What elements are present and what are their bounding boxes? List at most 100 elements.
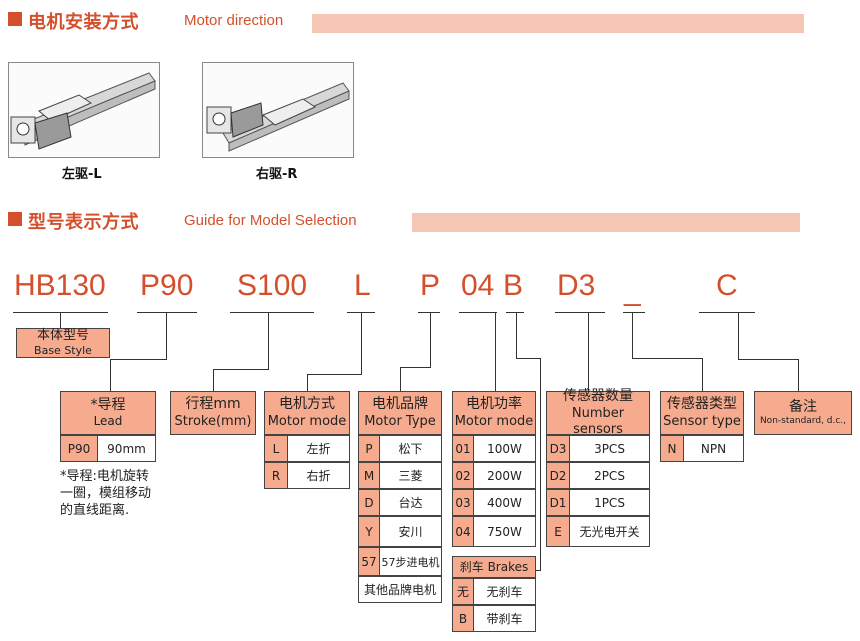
code-separator: _	[624, 274, 641, 307]
motor-type-key: Y	[359, 517, 380, 546]
motor-type-value: 57步进电机	[381, 555, 440, 569]
connector-brake-v2	[540, 358, 541, 570]
underline-04	[459, 312, 497, 313]
connector-remark-v2	[798, 359, 799, 391]
connector-stroke-h	[213, 369, 269, 370]
sensor-count-value: 2PCS	[594, 468, 625, 483]
connector-lead	[166, 312, 167, 359]
motor-power-key: 01	[453, 436, 474, 461]
stroke-header: 行程mm Stroke(mm)	[170, 391, 256, 435]
connector-brake	[516, 312, 517, 358]
lead-en: Lead	[93, 414, 123, 429]
right-drive-module-image	[206, 82, 350, 152]
sensor-type-value: NPN	[700, 441, 727, 456]
connector-remark	[738, 312, 739, 359]
motor-type-row: D 台达	[358, 489, 442, 516]
connector-motor-type-v2	[400, 367, 401, 391]
connector-brake-h2	[535, 570, 541, 571]
motor-mode-cn: 电机方式	[279, 396, 335, 413]
motor-power-row: 01 100W	[452, 435, 536, 462]
lead-cn: *导程	[90, 396, 126, 413]
motor-mode-key: R	[265, 463, 288, 488]
motor-power-header: 电机功率 Motor mode	[452, 391, 536, 435]
left-drive-caption: 左驱-L	[62, 167, 102, 182]
lead-key: P90	[61, 436, 98, 461]
code-04: 04	[461, 269, 495, 302]
lead-note: *导程:电机旋转一圈，模组移动的直线距离.	[60, 469, 152, 518]
underline-d3	[555, 312, 605, 313]
brakes-value: 带刹车	[486, 612, 523, 626]
base-style-cn: 本体型号	[36, 328, 89, 343]
code-b: B	[503, 269, 524, 302]
underline-s100	[230, 312, 314, 313]
sensor-count-cn: 传感器数量	[563, 388, 633, 404]
motor-type-other: 其他品牌电机	[363, 583, 436, 597]
base-style-en: Base Style	[34, 344, 92, 358]
brakes-row: B 带刹车	[452, 605, 536, 632]
connector-motor-type-h	[400, 367, 431, 368]
motor-power-key: 02	[453, 463, 474, 488]
code-hb130: HB130	[14, 269, 106, 302]
motor-mode-value: 左折	[306, 442, 331, 456]
section-marker	[8, 212, 22, 226]
connector-base	[60, 312, 61, 328]
motor-type-value: 松下	[398, 442, 423, 456]
motor-type-key: D	[359, 490, 380, 515]
code-s100: S100	[237, 269, 308, 302]
lead-value: 90mm	[107, 441, 146, 456]
motor-power-cn: 电机功率	[466, 396, 522, 413]
motor-mode-value: 右折	[306, 469, 331, 483]
motor-type-key: M	[359, 463, 380, 488]
brakes-value: 无刹车	[486, 585, 523, 599]
motor-power-row: 04 750W	[452, 516, 536, 547]
connector-motor-type	[430, 312, 431, 367]
remark-en: Non-standard, d.c.,	[759, 416, 847, 427]
motor-type-row: Y 安川	[358, 516, 442, 547]
sensor-count-en: Number sensors	[571, 405, 625, 437]
sensor-count-value: 3PCS	[594, 441, 625, 456]
motor-power-row: 02 200W	[452, 462, 536, 489]
connector-sensor-type-h	[632, 358, 702, 359]
base-style-box: 本体型号 Base Style	[16, 328, 110, 358]
section1-title-en: Motor direction	[184, 12, 284, 29]
motor-power-value: 100W	[487, 441, 522, 456]
section1-band	[312, 14, 804, 33]
code-p90: P90	[140, 269, 194, 302]
sensor-type-en: Sensor type	[663, 413, 741, 429]
connector-power	[495, 312, 496, 391]
sensor-type-key: N	[661, 436, 684, 461]
connector-stroke	[268, 312, 269, 369]
brakes-title: 刹车 Brakes	[459, 559, 529, 574]
sensor-count-row: D1 1PCS	[546, 489, 650, 516]
section2-title-cn: 型号表示方式	[28, 212, 139, 233]
stroke-cn: 行程mm	[185, 396, 241, 413]
motor-mode-row: L 左折	[264, 435, 350, 462]
code-p: P	[420, 269, 441, 302]
motor-power-value: 200W	[487, 468, 522, 483]
motor-mode-header: 电机方式 Motor mode	[264, 391, 350, 435]
sensor-count-row: D2 2PCS	[546, 462, 650, 489]
left-drive-photo	[8, 62, 160, 158]
remark-header: 备注 Non-standard, d.c.,	[754, 391, 852, 435]
connector-sensor-type	[632, 312, 633, 358]
underline-p90	[137, 312, 197, 313]
motor-power-value: 400W	[487, 495, 522, 510]
motor-power-key: 03	[453, 490, 474, 515]
motor-power-en: Motor mode	[454, 413, 534, 429]
connector-brake-h	[516, 358, 540, 359]
motor-type-key: 57	[359, 548, 380, 575]
motor-type-row: M 三菱	[358, 462, 442, 489]
right-drive-photo	[202, 62, 354, 158]
motor-mode-row: R 右折	[264, 462, 350, 489]
section-marker	[8, 12, 22, 26]
connector-motor-mode-v2	[307, 374, 308, 391]
motor-power-key: 04	[453, 517, 474, 546]
code-l: L	[354, 269, 371, 302]
code-c: C	[716, 269, 738, 302]
motor-type-row: 57 57步进电机	[358, 547, 442, 576]
motor-type-value: 安川	[398, 525, 423, 539]
sensor-count-key: E	[547, 517, 570, 546]
motor-power-value: 750W	[487, 524, 522, 539]
underline-b	[506, 312, 524, 313]
connector-lead-h	[110, 359, 167, 360]
